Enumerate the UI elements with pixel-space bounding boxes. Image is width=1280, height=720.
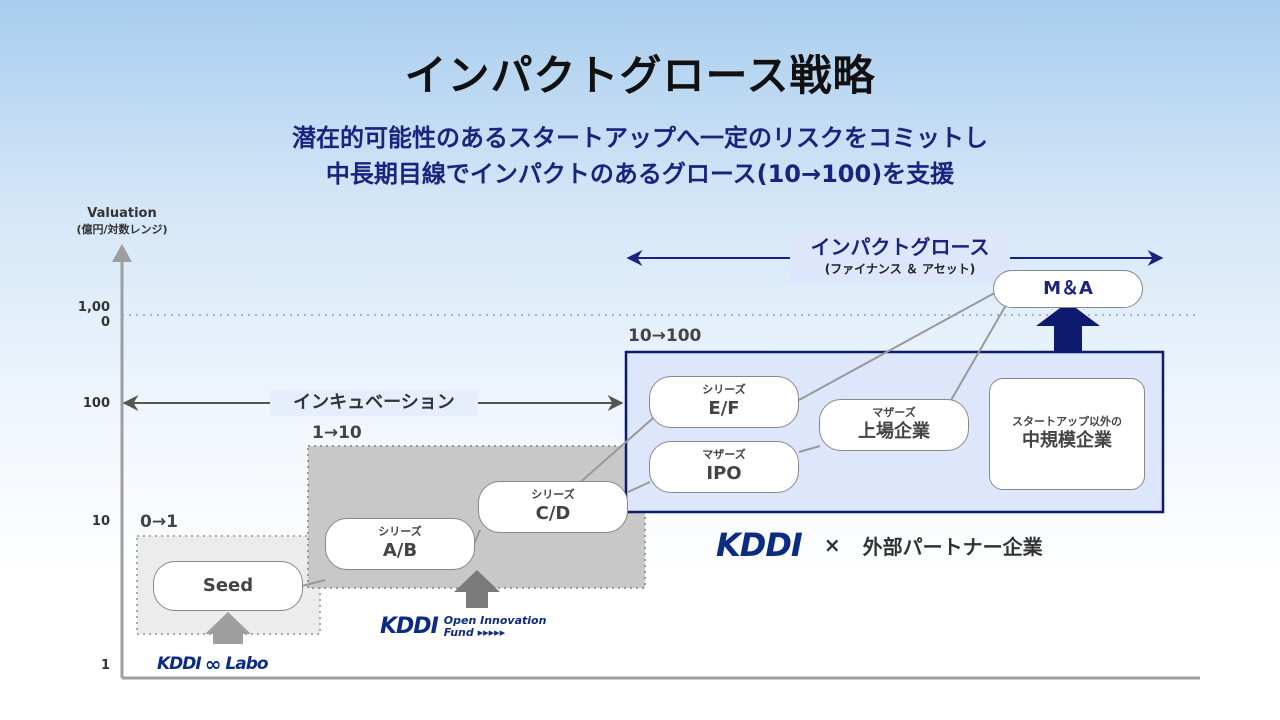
impact-growth-label: インパクトグロース (ファイナンス ＆ アセット)	[790, 233, 1010, 283]
stage-ipo: マザーズ IPO	[649, 441, 799, 493]
infinity-icon: ∞	[204, 652, 222, 676]
page-title: インパクトグロース戦略	[404, 51, 876, 100]
connectors	[301, 289, 1007, 587]
tick-1000: 1,00 0	[77, 300, 110, 330]
tick-10: 10	[91, 514, 110, 529]
stage-series-ab: シリーズ A/B	[325, 518, 475, 570]
stage-ma: M＆A	[993, 270, 1143, 308]
ab-up-arrow	[454, 570, 500, 608]
zone-label-10-100: 10→100	[628, 326, 702, 346]
kddi-partner-logo: KDDI × 外部パートナー企業	[716, 526, 1043, 564]
kddi-open-innovation-fund-logo: KDDI Open Innovation Fund ▸▸▸▸▸	[380, 613, 547, 639]
ma-up-arrow	[1036, 302, 1100, 352]
stage-series-cd: シリーズ C/D	[478, 481, 628, 533]
tick-100: 100	[82, 396, 110, 411]
incubation-label: インキュベーション	[270, 390, 478, 416]
zone-label-1-10: 1→10	[312, 423, 362, 443]
subtitle-line-1: 潜在的可能性のあるスタートアップへ一定のリスクをコミットし	[292, 124, 988, 152]
stage-seed: Seed	[153, 561, 303, 611]
y-axis-label: Valuation (億円/対数レンジ)	[76, 206, 168, 236]
seed-up-arrow	[205, 612, 251, 644]
stage-midsize-company: スタートアップ以外の 中規模企業	[989, 378, 1145, 490]
subtitle-line-2: 中長期目線でインパクトのあるグロース(10→100)を支援	[325, 160, 955, 188]
kddi-labo-logo: KDDI ∞ Labo	[157, 652, 269, 676]
tick-1: 1	[100, 658, 110, 673]
stage-listed-company: マザーズ 上場企業	[819, 399, 969, 451]
stage-series-ef: シリーズ E/F	[649, 376, 799, 428]
y-axis-arrowhead	[112, 244, 132, 262]
zone-label-0-1: 0→1	[140, 512, 178, 532]
